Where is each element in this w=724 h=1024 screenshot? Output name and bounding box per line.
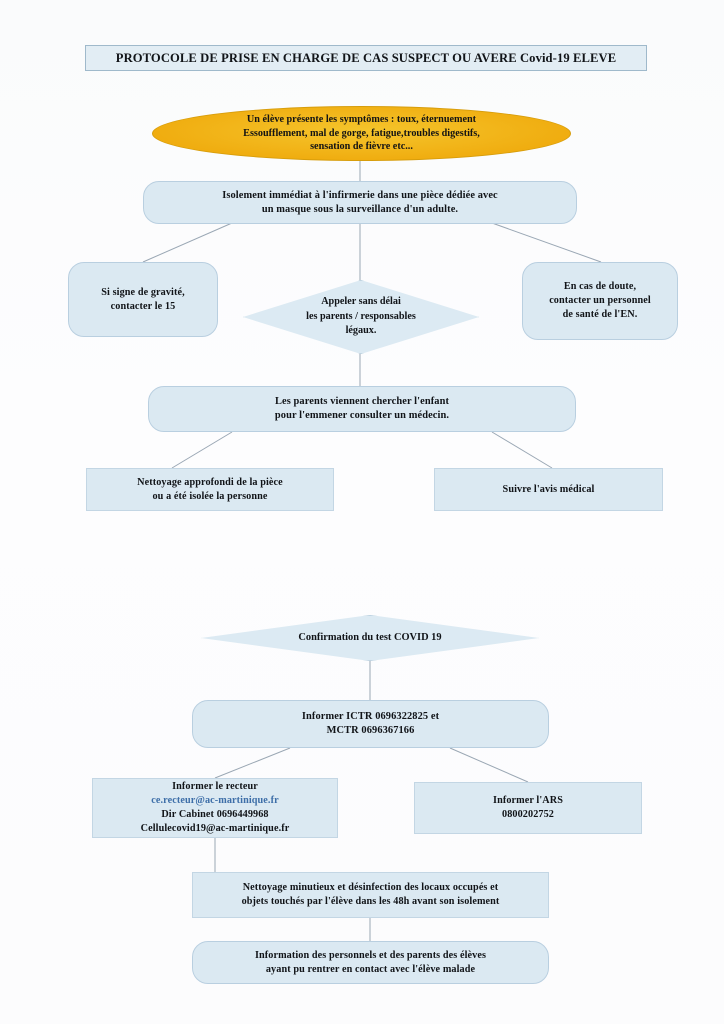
doubt-line-2: contacter un personnel — [549, 295, 651, 306]
parents-pickup-node[interactable]: Les parents viennent chercher l'enfant p… — [148, 386, 576, 432]
isolation-line-2: un masque sous la surveillance d'un adul… — [261, 203, 459, 215]
pickup-line-2: pour l'emmener consulter un médecin. — [274, 410, 450, 421]
ictr-line-2: MCTR 0696367166 — [326, 725, 415, 736]
deep-clean-node[interactable]: Nettoyage minutieux et désinfection des … — [192, 872, 549, 918]
isolation-node[interactable]: Isolement immédiat à l'infirmerie dans u… — [143, 181, 577, 224]
connector-isolation-to-gravity — [142, 222, 233, 263]
connector-pickup-to-advice — [491, 431, 553, 469]
rector-line-4: Cellulecovid19@ac-martinique.fr — [140, 823, 290, 834]
follow-advice-node[interactable]: Suivre l'avis médical — [434, 468, 663, 511]
deep-clean-line-1: Nettoyage minutieux et désinfection des … — [242, 882, 499, 893]
call-parents-line-3: légaux. — [345, 325, 377, 337]
doubt-node[interactable]: En cas de doute, contacter un personnel … — [522, 262, 678, 340]
connector-ictr-to-rector — [214, 747, 291, 779]
start-line-2: Essoufflement, mal de gorge, fatigue,tro… — [243, 127, 480, 139]
inform-contacts-node[interactable]: Information des personnels et des parent… — [192, 941, 549, 984]
contacts-line-2: ayant pu rentrer en contact avec l'élève… — [265, 963, 476, 975]
start-line-3: sensation de fièvre etc... — [310, 141, 413, 153]
ictr-line-1: Informer ICTR 0696322825 et — [301, 711, 440, 722]
ars-line-2: 0800202752 — [502, 809, 554, 820]
inform-ictr-node[interactable]: Informer ICTR 0696322825 et MCTR 0696367… — [192, 700, 549, 748]
gravity-line-1: Si signe de gravité, — [101, 286, 185, 298]
page-title-text: PROTOCOLE DE PRISE EN CHARGE DE CAS SUSP… — [115, 50, 617, 65]
connector-isolation-to-doubt — [491, 222, 602, 263]
deep-clean-line-2: objets touchés par l'élève dans les 48h … — [241, 896, 500, 907]
start-line-1: Un élève présente les symptômes : toux, … — [246, 114, 477, 126]
gravity-line-2: contacter le 15 — [110, 300, 176, 312]
confirmation-line-1: Confirmation du test COVID 19 — [298, 632, 442, 643]
inform-rector-node[interactable]: Informer le recteur ce.recteur@ac-martin… — [92, 778, 338, 838]
gravity-node[interactable]: Si signe de gravité, contacter le 15 — [68, 262, 218, 337]
isolation-line-1: Isolement immédiat à l'infirmerie dans u… — [222, 189, 498, 201]
call-parents-line-1: Appeler sans délai — [321, 296, 401, 308]
rector-email-link[interactable]: ce.recteur@ac-martinique.fr — [151, 795, 279, 806]
follow-advice-line-1: Suivre l'avis médical — [502, 483, 595, 495]
connector-ictr-to-ars — [449, 747, 529, 783]
confirmation-node[interactable]: Confirmation du test COVID 19 — [201, 615, 539, 661]
rector-line-3: Dir Cabinet 0696449968 — [161, 809, 269, 820]
cleaning-room-line-2: ou a été isolée la personne — [152, 490, 268, 502]
start-symptoms-node[interactable]: Un élève présente les symptômes : toux, … — [152, 106, 571, 161]
page-title: PROTOCOLE DE PRISE EN CHARGE DE CAS SUSP… — [85, 45, 647, 71]
doubt-line-1: En cas de doute, — [563, 281, 637, 292]
cleaning-room-line-1: Nettoyage approfondi de la pièce — [137, 476, 283, 488]
call-parents-line-2: les parents / responsables — [306, 310, 416, 322]
doubt-line-3: de santé de l'EN. — [562, 309, 638, 320]
contacts-line-1: Information des personnels et des parent… — [254, 949, 487, 961]
call-parents-node[interactable]: Appeler sans délai les parents / respons… — [243, 280, 479, 354]
cleaning-room-node[interactable]: Nettoyage approfondi de la pièce ou a ét… — [86, 468, 334, 511]
rector-line-1: Informer le recteur — [172, 781, 258, 792]
inform-ars-node[interactable]: Informer l'ARS 0800202752 — [414, 782, 642, 834]
ars-line-1: Informer l'ARS — [493, 795, 563, 806]
pickup-line-1: Les parents viennent chercher l'enfant — [274, 396, 450, 407]
connector-pickup-to-cleaning — [171, 431, 233, 469]
